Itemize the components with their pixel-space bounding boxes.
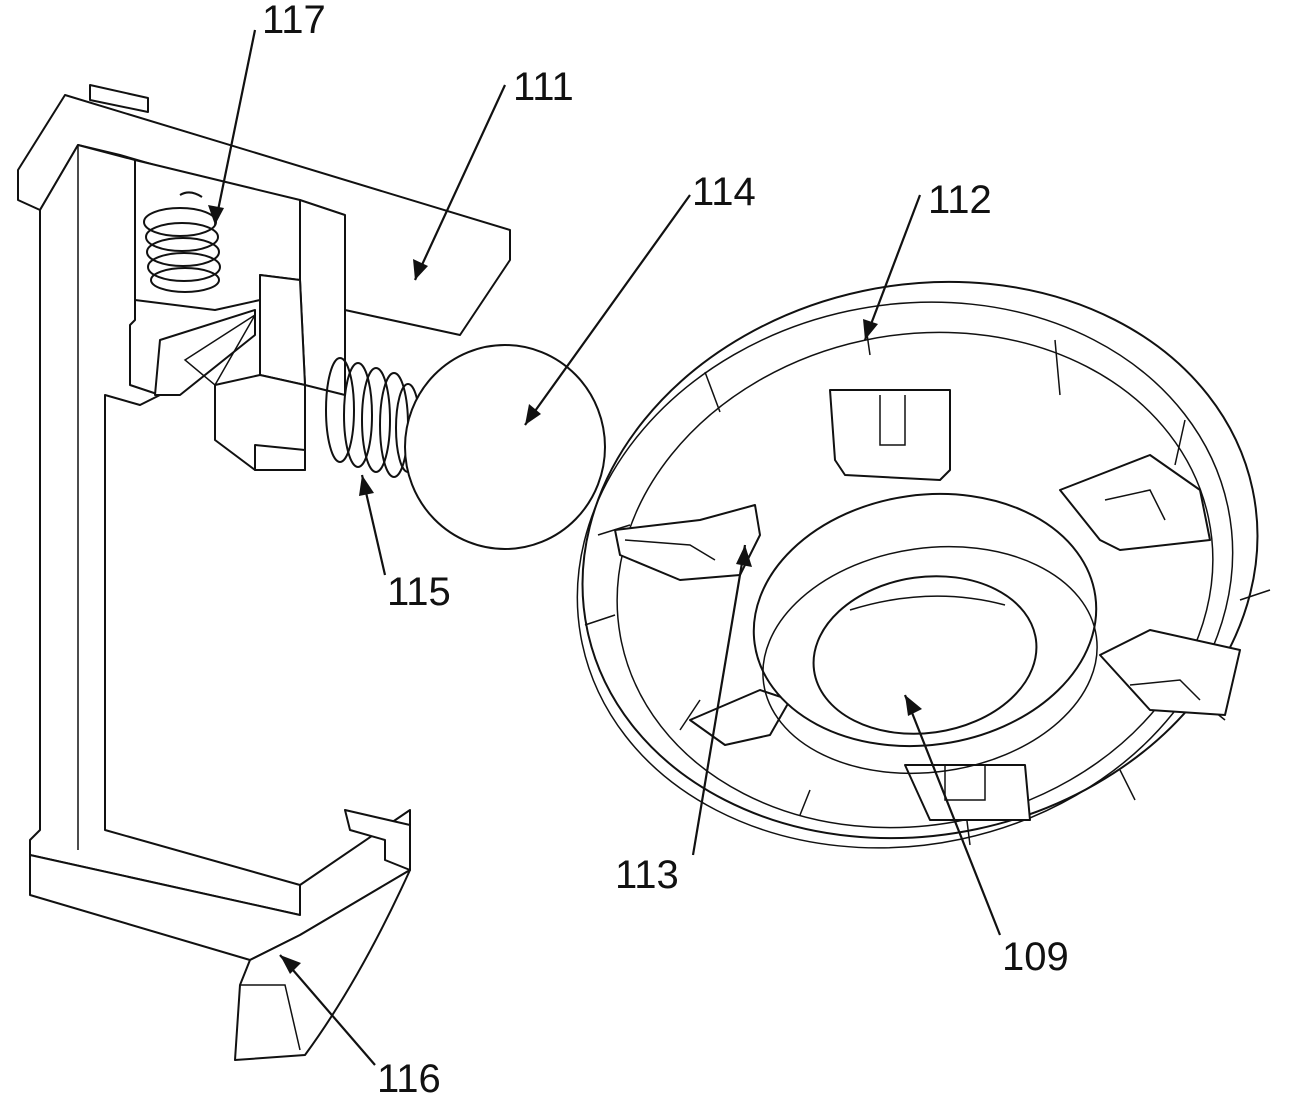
label-113: 113	[615, 853, 679, 897]
wheel-assembly	[576, 280, 1271, 849]
label-117: 117	[262, 0, 326, 42]
label-114: 114	[692, 170, 756, 214]
label-111: 111	[513, 65, 574, 109]
upper-spring	[143, 191, 221, 293]
bracket-frame	[17, 84, 511, 1061]
detail-circle	[404, 344, 606, 550]
label-116: 116	[377, 1057, 441, 1095]
label-109: 109	[1002, 935, 1069, 979]
label-115: 115	[387, 570, 451, 614]
label-112: 112	[928, 178, 992, 222]
arrow-heads	[208, 205, 922, 974]
leader-lines	[213, 29, 1002, 1066]
reference-labels: 117 111 114 112 115 113 109 116	[262, 0, 1069, 1095]
